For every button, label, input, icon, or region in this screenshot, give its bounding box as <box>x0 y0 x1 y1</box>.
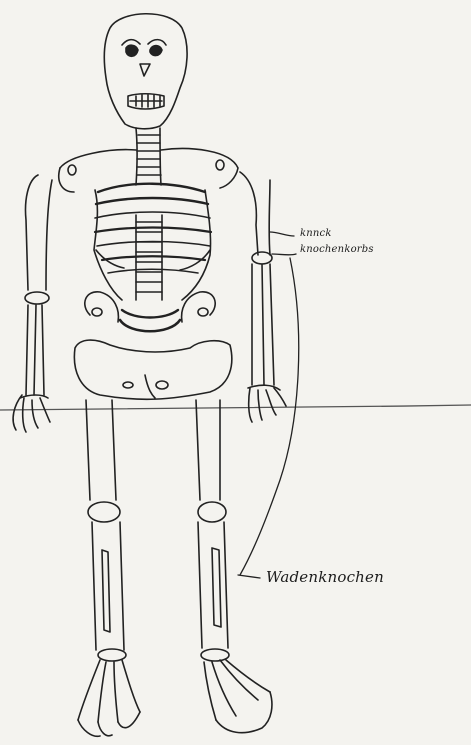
label-brustkorb: knochenkorbs <box>300 244 374 255</box>
right-leg <box>196 400 272 733</box>
right-arm <box>240 172 286 422</box>
label-knochen: knnck <box>300 228 332 239</box>
left-arm <box>13 175 52 432</box>
pelvis <box>74 292 231 399</box>
shoulders <box>59 149 238 192</box>
ribcage <box>94 184 211 300</box>
pointer-line-waden <box>238 575 260 578</box>
pointer-curve <box>240 258 299 575</box>
pointer-line-lower <box>272 254 296 255</box>
neck-vertebrae <box>136 128 161 185</box>
left-leg <box>78 400 140 736</box>
label-wadenknochen: Wadenknochen <box>266 568 384 586</box>
skull <box>104 14 187 129</box>
paper-fold-line <box>0 405 471 410</box>
pointer-line-upper <box>270 232 294 236</box>
